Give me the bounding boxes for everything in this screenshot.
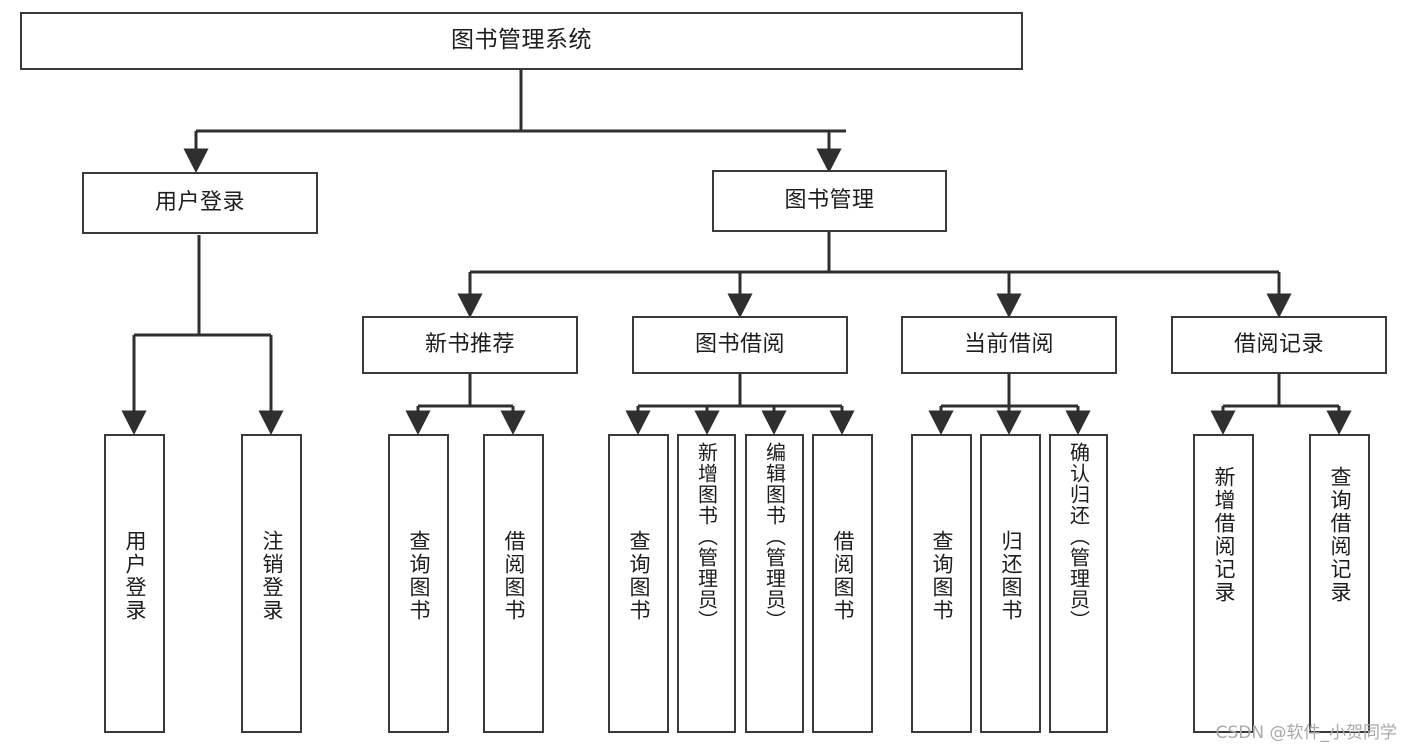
node-leaf-query-book-3-label: 查询图书 <box>930 530 954 622</box>
node-user-login-label: 用户登录 <box>154 190 245 216</box>
node-current-borrow[interactable]: 当前借阅 <box>901 316 1117 374</box>
node-leaf-query-record[interactable]: 查询借阅记录 <box>1309 434 1370 733</box>
node-leaf-logout-login-label: 注销登录 <box>260 530 284 622</box>
node-book-borrow[interactable]: 图书借阅 <box>632 316 848 374</box>
node-leaf-query-book-1-label: 查询图书 <box>407 530 431 622</box>
node-current-borrow-label: 当前借阅 <box>963 332 1054 358</box>
node-leaf-add-book[interactable]: 新增图书（管理员） <box>677 434 736 733</box>
node-leaf-user-login[interactable]: 用户登录 <box>104 434 165 733</box>
node-leaf-logout-login[interactable]: 注销登录 <box>241 434 302 733</box>
node-leaf-borrow-book-1[interactable]: 借阅图书 <box>483 434 544 733</box>
node-leaf-borrow-book-2-label: 借阅图书 <box>831 530 855 622</box>
node-leaf-return-book-label: 归还图书 <box>999 530 1023 622</box>
node-borrow-record-label: 借阅记录 <box>1233 332 1324 358</box>
node-leaf-query-book-3[interactable]: 查询图书 <box>911 434 972 733</box>
node-leaf-edit-book[interactable]: 编辑图书（管理员） <box>745 434 804 733</box>
node-leaf-confirm-return-label: 确认归还（管理员） <box>1066 442 1091 631</box>
node-new-book-recommend[interactable]: 新书推荐 <box>362 316 578 374</box>
node-leaf-user-login-label: 用户登录 <box>123 530 147 622</box>
node-leaf-borrow-book-1-label: 借阅图书 <box>502 530 526 622</box>
node-leaf-query-book-2-label: 查询图书 <box>627 530 651 622</box>
node-leaf-add-record-label: 新增借阅记录 <box>1212 466 1236 604</box>
node-leaf-add-book-label: 新增图书（管理员） <box>694 442 719 631</box>
node-leaf-query-book-2[interactable]: 查询图书 <box>608 434 669 733</box>
node-leaf-query-record-label: 查询借阅记录 <box>1328 466 1352 604</box>
node-leaf-add-record[interactable]: 新增借阅记录 <box>1193 434 1254 733</box>
node-book-management-label: 图书管理 <box>784 188 875 214</box>
node-leaf-edit-book-label: 编辑图书（管理员） <box>762 442 787 631</box>
node-new-book-recommend-label: 新书推荐 <box>424 332 515 358</box>
node-borrow-record[interactable]: 借阅记录 <box>1171 316 1387 374</box>
node-user-login[interactable]: 用户登录 <box>82 172 318 234</box>
node-leaf-borrow-book-2[interactable]: 借阅图书 <box>812 434 873 733</box>
node-root-label: 图书管理系统 <box>451 27 592 54</box>
node-book-management[interactable]: 图书管理 <box>712 170 947 232</box>
node-leaf-confirm-return[interactable]: 确认归还（管理员） <box>1049 434 1108 733</box>
node-book-borrow-label: 图书借阅 <box>694 332 785 358</box>
node-leaf-return-book[interactable]: 归还图书 <box>980 434 1041 733</box>
node-leaf-query-book-1[interactable]: 查询图书 <box>388 434 449 733</box>
watermark: CSDN @软件_小贺同学 <box>1215 723 1397 743</box>
node-root[interactable]: 图书管理系统 <box>20 12 1023 70</box>
